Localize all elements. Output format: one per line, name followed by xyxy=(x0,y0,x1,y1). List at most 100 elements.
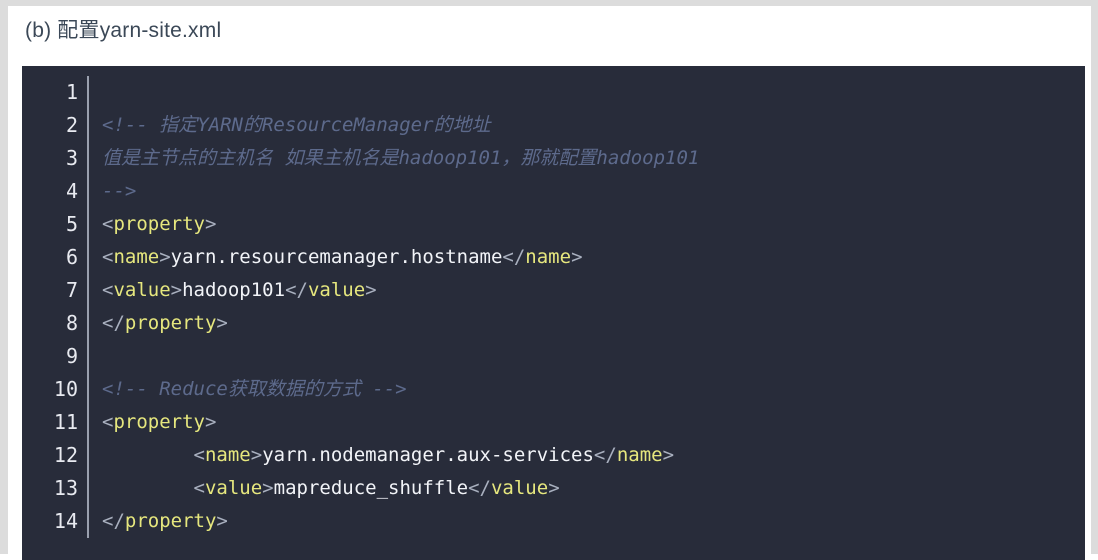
code-token-punct: </ xyxy=(102,312,125,334)
code-token-comment: <!-- Reduce获取数据的方式 --> xyxy=(102,378,407,400)
code-line-content: <!-- 指定YARN的ResourceManager的地址 xyxy=(89,109,1085,142)
code-line-content xyxy=(89,340,1085,373)
code-token-punct: > xyxy=(216,510,228,532)
code-line: 4 --> xyxy=(22,175,1085,208)
code-line: 10 <!-- Reduce获取数据的方式 --> xyxy=(22,373,1085,406)
gutter-divider xyxy=(87,208,89,241)
code-token-tag: value xyxy=(490,477,549,499)
code-token-punct: </ xyxy=(468,477,491,499)
gutter-divider xyxy=(87,505,89,538)
code-token-punct: > xyxy=(262,477,274,499)
line-number: 12 xyxy=(53,443,78,467)
code-line: 9 xyxy=(22,340,1085,373)
code-token-punct: < xyxy=(102,213,114,235)
code-line: 8 </property> xyxy=(22,307,1085,340)
code-token-plain: hadoop101 xyxy=(182,279,286,301)
gutter-divider xyxy=(87,175,89,208)
code-line: 14 </property> xyxy=(22,505,1085,538)
code-token-punct: > xyxy=(204,213,217,235)
code-token-tag: name xyxy=(113,246,160,268)
code-token-tag: value xyxy=(307,279,366,301)
code-token-comment: --> xyxy=(102,180,137,202)
code-token-punct: </ xyxy=(285,279,308,301)
line-number: 1 xyxy=(65,80,78,104)
line-number: 8 xyxy=(65,311,78,335)
code-token-tag: property xyxy=(113,411,205,433)
code-token-tag: name xyxy=(616,444,663,466)
page-edge-right xyxy=(1091,0,1098,554)
code-token-tag: property xyxy=(113,213,205,235)
gutter-divider xyxy=(87,109,89,142)
code-token-punct: </ xyxy=(502,246,526,268)
line-number: 7 xyxy=(65,278,78,302)
code-token-plain xyxy=(102,477,194,499)
code-token-punct: < xyxy=(102,279,114,301)
line-number: 5 xyxy=(65,212,78,236)
code-line-content: <name>yarn.nodemanager.aux-services</nam… xyxy=(89,439,1085,472)
gutter-divider xyxy=(87,307,89,340)
code-line: 2 <!-- 指定YARN的ResourceManager的地址 xyxy=(22,109,1085,142)
code-token-punct: < xyxy=(102,246,114,268)
code-token-punct: > xyxy=(548,477,560,499)
code-token-punct: < xyxy=(102,411,114,433)
figure-caption: (b) 配置yarn-site.xml xyxy=(25,19,222,42)
line-number: 4 xyxy=(65,179,78,203)
code-line-content: <value>mapreduce_shuffle</value> xyxy=(89,472,1085,505)
code-token-tag: property xyxy=(124,510,217,532)
code-line: 6<name>yarn.resourcemanager.hostname</na… xyxy=(22,241,1085,274)
gutter-divider xyxy=(87,439,89,472)
gutter-divider xyxy=(87,274,89,307)
gutter-divider xyxy=(87,76,89,109)
line-number: 3 xyxy=(65,146,78,170)
code-token-punct: > xyxy=(170,279,183,301)
code-token-punct: > xyxy=(204,411,217,433)
gutter-divider xyxy=(87,406,89,439)
code-token-tag: property xyxy=(124,312,217,334)
code-token-tag: value xyxy=(113,279,171,301)
code-line: 7<value>hadoop101</value> xyxy=(22,274,1085,307)
line-number: 11 xyxy=(53,410,78,434)
code-token-tag: name xyxy=(204,444,251,466)
code-token-punct: < xyxy=(193,477,205,499)
code-token-punct: > xyxy=(216,312,228,334)
code-line-content: 值是主节点的主机名 如果主机名是hadoop101，那就配置hadoop101 xyxy=(89,142,1085,175)
line-number: 10 xyxy=(53,377,78,401)
gutter-divider xyxy=(87,142,89,175)
code-line-content: <property> xyxy=(89,208,1085,241)
code-line-content: </property> xyxy=(89,505,1085,538)
line-number: 2 xyxy=(65,113,78,137)
code-token-punct: > xyxy=(250,444,263,466)
code-line-content: </property> xyxy=(89,307,1085,340)
code-token-punct: </ xyxy=(102,510,125,532)
gutter-divider xyxy=(87,340,89,373)
code-token-plain: yarn.nodemanager.aux-services xyxy=(262,444,594,466)
code-token-plain: yarn.resourcemanager.hostname xyxy=(170,246,503,268)
code-token-punct: < xyxy=(193,444,205,466)
code-line-content: --> xyxy=(89,175,1085,208)
code-line: 12 <name>yarn.nodemanager.aux-services</… xyxy=(22,439,1085,472)
code-token-plain xyxy=(102,444,194,466)
code-line-content: <name>yarn.resourcemanager.hostname</nam… xyxy=(89,241,1085,274)
code-line: 3 值是主节点的主机名 如果主机名是hadoop101，那就配置hadoop101 xyxy=(22,142,1085,175)
gutter-divider xyxy=(87,241,89,274)
code-token-comment: 值是主节点的主机名 如果主机名是hadoop101，那就配置hadoop101 xyxy=(102,147,700,169)
code-token-tag: name xyxy=(525,246,572,268)
code-token-punct: > xyxy=(365,279,377,301)
code-line: 13 <value>mapreduce_shuffle</value> xyxy=(22,472,1085,505)
code-block: 1 2 <!-- 指定YARN的ResourceManager的地址 3 值是主节点的… xyxy=(22,66,1085,560)
code-token-punct: </ xyxy=(593,444,617,466)
code-line-content: <value>hadoop101</value> xyxy=(89,274,1085,307)
code-token-plain: mapreduce_shuffle xyxy=(273,477,469,499)
code-line-content: <!-- Reduce获取数据的方式 --> xyxy=(89,373,1085,406)
code-token-comment: <!-- 指定YARN的ResourceManager的地址 xyxy=(102,114,491,136)
line-number: 14 xyxy=(53,509,78,533)
gutter-divider xyxy=(87,373,89,406)
line-number: 9 xyxy=(65,344,78,368)
code-token-punct: > xyxy=(662,444,675,466)
code-token-punct: > xyxy=(159,246,171,268)
document-page: (b) 配置yarn-site.xml 1 2 <!-- 指定YARN的Resou… xyxy=(8,6,1091,560)
gutter-divider xyxy=(87,472,89,505)
code-token-punct: > xyxy=(571,246,583,268)
code-line-content xyxy=(89,76,1085,109)
line-number: 6 xyxy=(65,245,78,269)
